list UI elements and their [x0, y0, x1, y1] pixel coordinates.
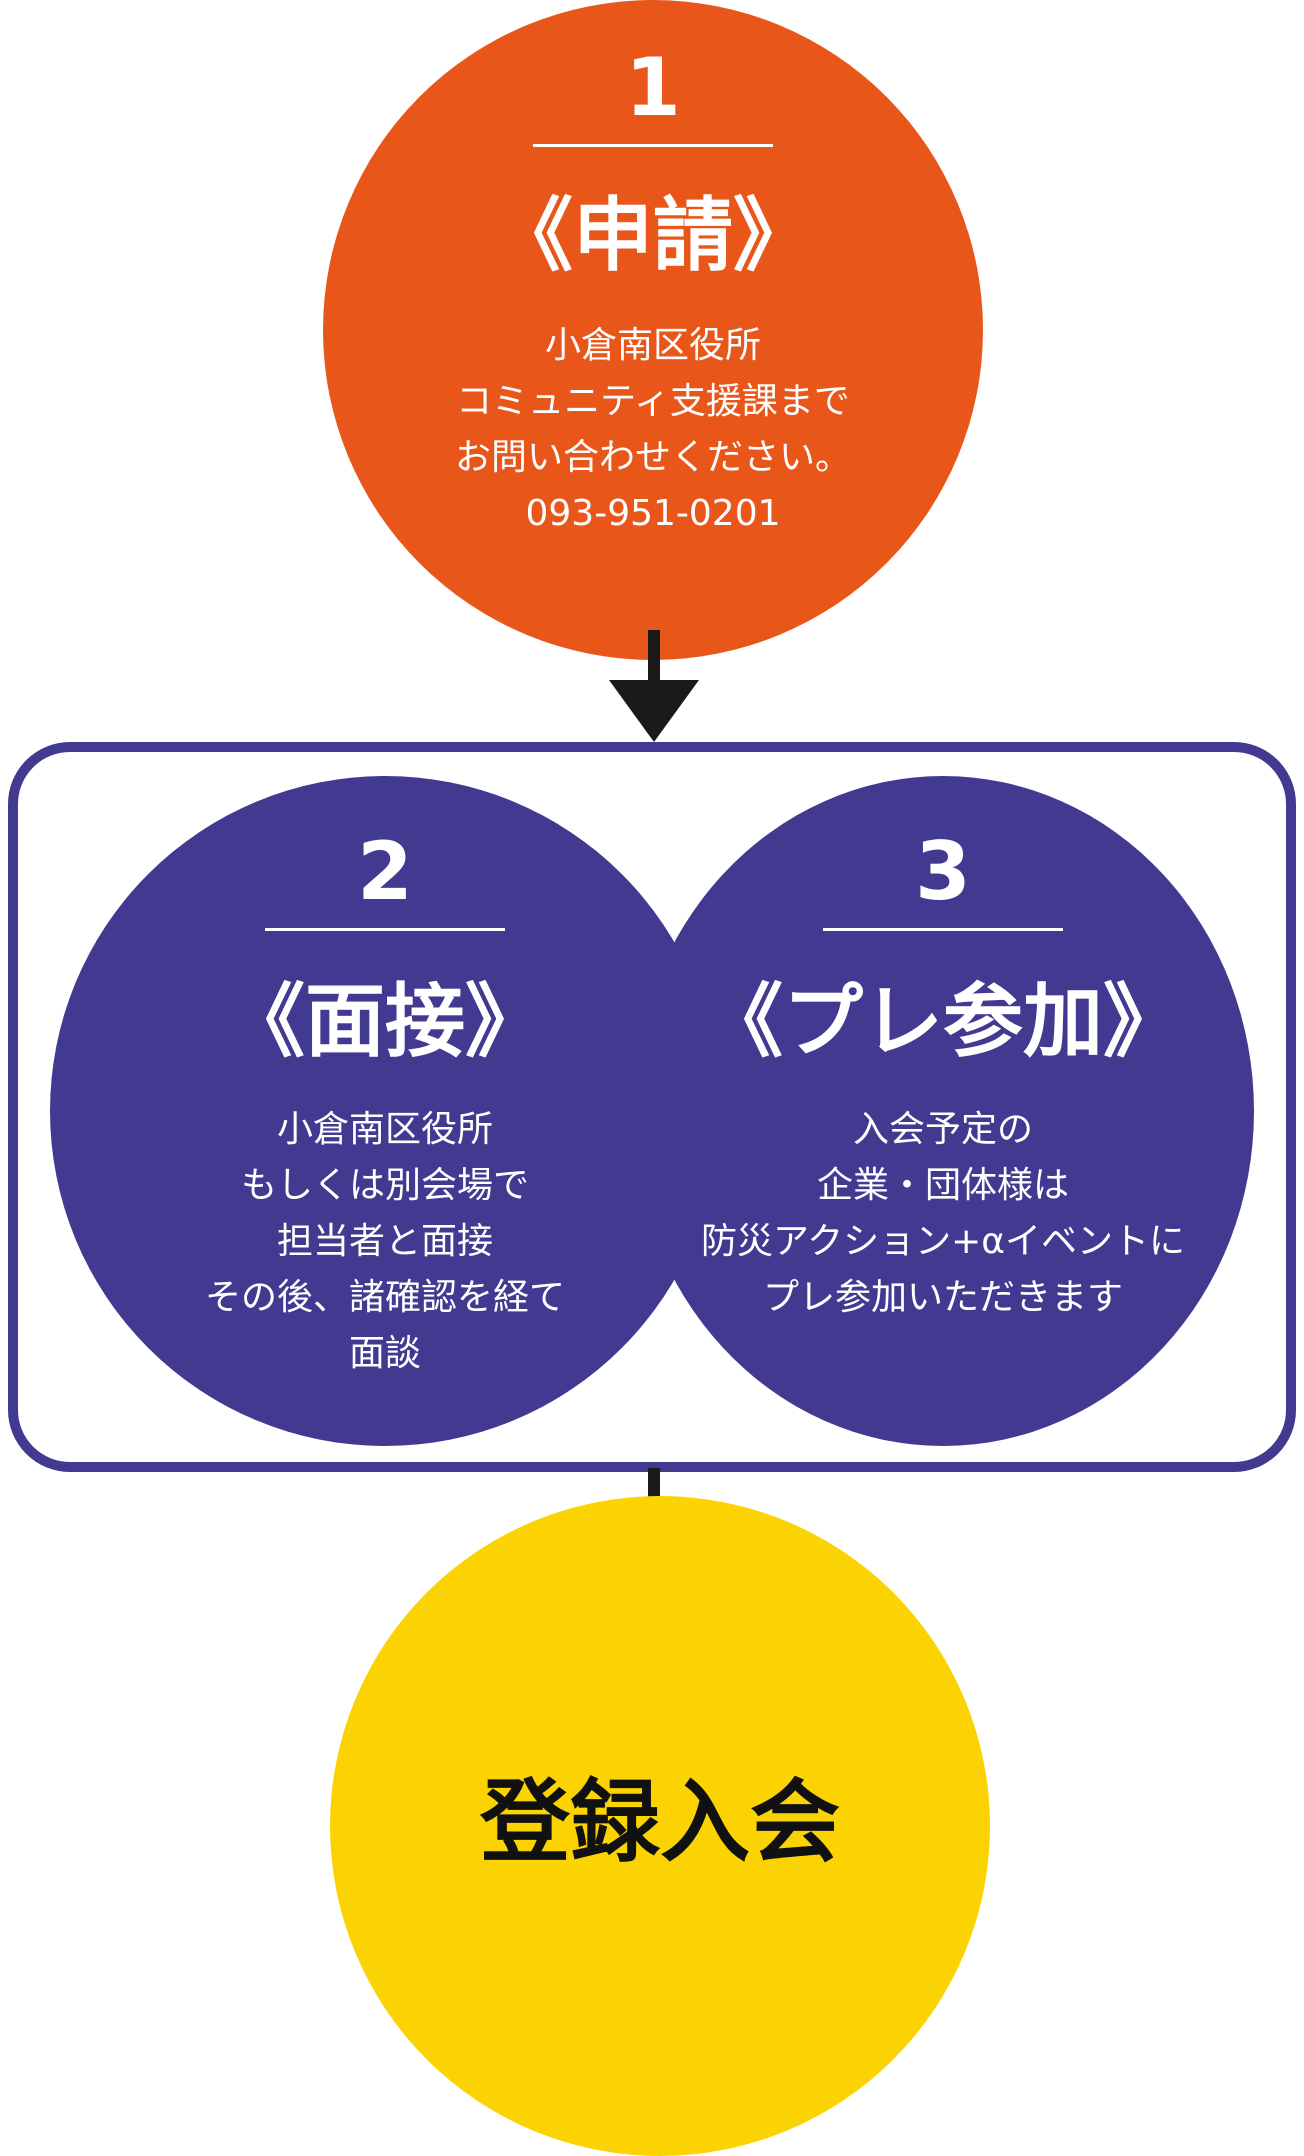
step-2-description: 小倉南区役所 もしくは別会場で 担当者と面接 その後、諸確認を経て 面談	[50, 1102, 720, 1382]
step-3-number: 3	[915, 825, 971, 918]
step-3-divider	[823, 928, 1063, 931]
step-1-description: 小倉南区役所 コミュニティ支援課まで お問い合わせください。 093-951-0…	[323, 318, 983, 542]
step-1-line: お問い合わせください。	[454, 437, 851, 478]
step-3-title: 《プレ参加》	[703, 975, 1183, 1068]
step-2-circle: 2 《面接》 小倉南区役所 もしくは別会場で 担当者と面接 その後、諸確認を経て…	[50, 776, 720, 1446]
step-3-description: 入会予定の 企業・団体様は 防災アクション+αイベントに プレ参加いただきます	[632, 1102, 1254, 1326]
step-2-divider	[265, 928, 505, 931]
arrow-down-icon	[609, 630, 699, 742]
step-2-number: 2	[357, 825, 413, 918]
step-1-title: 《申請》	[493, 189, 813, 282]
registration-circle: 登録入会	[330, 1496, 990, 2156]
step-3-line: 企業・団体様は	[816, 1165, 1069, 1206]
step-1-phone: 093-951-0201	[525, 493, 781, 534]
step-1-line: コミュニティ支援課まで	[456, 381, 850, 422]
step-1-line: 小倉南区役所	[544, 325, 761, 366]
step-1-circle: 1 《申請》 小倉南区役所 コミュニティ支援課まで お問い合わせください。 09…	[323, 0, 983, 660]
step-2-line: 担当者と面接	[276, 1221, 493, 1262]
step-1-number: 1	[625, 41, 681, 134]
step-2-line: その後、諸確認を経て	[204, 1277, 565, 1318]
step-1-divider	[533, 144, 773, 147]
registration-label: 登録入会	[480, 1770, 840, 1875]
step-2-line: 小倉南区役所	[276, 1109, 493, 1150]
step-3-circle: 3 《プレ参加》 入会予定の 企業・団体様は 防災アクション+αイベントに プレ…	[632, 776, 1254, 1446]
step-3-line: 防災アクション+αイベントに	[700, 1221, 1186, 1262]
step-3-line: 入会予定の	[852, 1109, 1033, 1150]
step-3-line: プレ参加いただきます	[762, 1277, 1123, 1318]
step-2-line: 面談	[348, 1333, 421, 1374]
step-2-line: もしくは別会場で	[240, 1165, 529, 1206]
step-2-title: 《面接》	[225, 975, 545, 1068]
